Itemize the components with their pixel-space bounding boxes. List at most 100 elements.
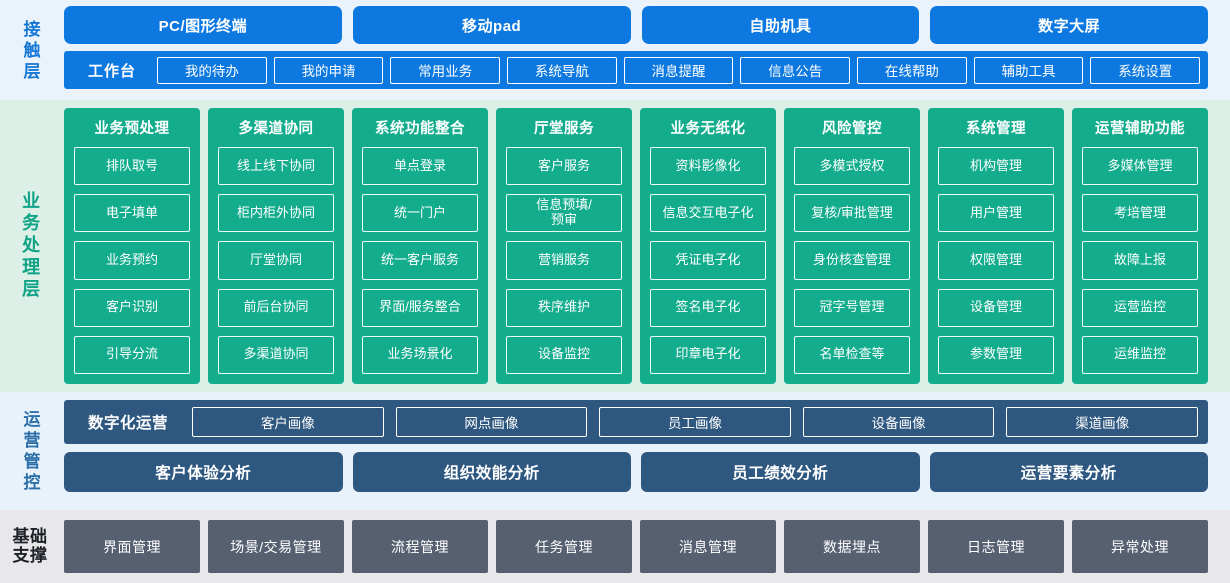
- channel-label: 移动pad: [462, 17, 522, 35]
- channel-label: PC/图形终端: [158, 17, 248, 35]
- workbench-item[interactable]: 常用业务: [390, 56, 501, 84]
- business-item[interactable]: 资料影像化: [650, 147, 766, 186]
- analysis-card[interactable]: 组织效能分析: [352, 452, 631, 492]
- business-column-title: 业务预处理: [94, 121, 170, 137]
- workbench-item-label: 辅助工具: [1001, 64, 1056, 79]
- business-column: 系统管理 机构管理 用户管理 权限管理 设备管理 参数管理: [928, 108, 1064, 384]
- workbench-item[interactable]: 系统设置: [1090, 56, 1201, 84]
- business-item[interactable]: 业务场景化: [362, 335, 478, 375]
- business-item[interactable]: 运营监控: [1082, 288, 1198, 327]
- foundation-item[interactable]: 流程管理: [352, 520, 488, 573]
- business-item[interactable]: 运维监控: [1082, 335, 1198, 375]
- portrait-label: 渠道画像: [1075, 416, 1130, 431]
- business-item[interactable]: 用户管理: [938, 194, 1054, 233]
- analysis-card[interactable]: 客户体验分析: [64, 452, 343, 492]
- business-item[interactable]: 统一客户服务: [362, 241, 478, 280]
- business-item[interactable]: 多模式授权: [794, 147, 910, 186]
- business-item[interactable]: 电子填单: [74, 194, 190, 233]
- business-item[interactable]: 身份核查管理: [794, 241, 910, 280]
- business-item[interactable]: 客户服务: [506, 147, 622, 186]
- foundation-item[interactable]: 任务管理: [496, 520, 632, 573]
- business-column: 业务无纸化 资料影像化 信息交互电子化 凭证电子化 签名电子化 印章电子化: [640, 108, 776, 384]
- workbench-item[interactable]: 系统导航: [507, 56, 617, 84]
- business-item[interactable]: 凭证电子化: [650, 241, 766, 280]
- business-item[interactable]: 统一门户: [362, 194, 478, 233]
- business-item[interactable]: 客户识别: [74, 288, 190, 327]
- business-item[interactable]: 签名电子化: [650, 288, 766, 327]
- foundation-item-label: 场景/交易管理: [230, 538, 322, 555]
- business-column-title: 系统管理: [966, 121, 1026, 137]
- foundation-item[interactable]: 异常处理: [1072, 520, 1208, 573]
- channel-button[interactable]: PC/图形终端: [64, 6, 342, 44]
- operations-layer-body: 数字化运营 客户画像 网点画像 员工画像 设备画像 渠道画像 客户体验分析 组织…: [60, 400, 1230, 504]
- foundation-item[interactable]: 场景/交易管理: [208, 520, 344, 573]
- portrait-item[interactable]: 客户画像: [192, 407, 384, 437]
- workbench-item-label: 常用业务: [418, 64, 473, 79]
- business-item[interactable]: 线上线下协同: [218, 147, 334, 186]
- business-item[interactable]: 排队取号: [74, 147, 190, 186]
- business-item[interactable]: 故障上报: [1082, 241, 1198, 280]
- workbench-item[interactable]: 在线帮助: [857, 56, 967, 84]
- analysis-label: 组织效能分析: [443, 465, 540, 482]
- business-item[interactable]: 印章电子化: [650, 335, 766, 375]
- business-item[interactable]: 机构管理: [938, 147, 1054, 186]
- contact-layer-label: 接触层: [0, 6, 60, 96]
- business-item[interactable]: 考培管理: [1082, 194, 1198, 233]
- business-item[interactable]: 秩序维护: [506, 288, 622, 327]
- portrait-item[interactable]: 渠道画像: [1006, 407, 1198, 437]
- operations-layer-label-text: 运营管控: [20, 410, 40, 494]
- foundation-item-label: 任务管理: [535, 538, 593, 555]
- foundation-item-label: 异常处理: [1111, 538, 1169, 555]
- business-item[interactable]: 界面/服务整合: [362, 288, 478, 327]
- business-item[interactable]: 权限管理: [938, 241, 1054, 280]
- business-item[interactable]: 引导分流: [74, 335, 190, 375]
- foundation-item-label: 日志管理: [967, 538, 1025, 555]
- channel-button[interactable]: 自助机具: [641, 6, 920, 44]
- business-layer-body: 业务预处理 排队取号 电子填单 业务预约 客户识别 引导分流 多渠道协同 线上线…: [60, 108, 1230, 384]
- workbench-item[interactable]: 我的待办: [157, 56, 267, 84]
- business-item[interactable]: 单点登录: [362, 147, 478, 186]
- foundation-label-line1: 基础: [12, 527, 48, 547]
- business-layer-band: 业务处理层 业务预处理 排队取号 电子填单 业务预约 客户识别 引导分流 多渠道…: [0, 100, 1230, 392]
- foundation-item[interactable]: 消息管理: [640, 520, 776, 573]
- business-item[interactable]: 信息预填/ 预审: [506, 194, 622, 233]
- portrait-item[interactable]: 设备画像: [802, 407, 995, 437]
- business-item[interactable]: 设备管理: [938, 288, 1054, 327]
- workbench-item[interactable]: 我的申请: [273, 56, 384, 84]
- channel-button[interactable]: 数字大屏: [930, 6, 1208, 44]
- workbench-item[interactable]: 辅助工具: [973, 56, 1084, 84]
- business-item[interactable]: 前后台协同: [218, 288, 334, 327]
- business-item[interactable]: 冠字号管理: [794, 288, 910, 327]
- foundation-item-label: 消息管理: [679, 538, 737, 555]
- business-column: 多渠道协同 线上线下协同 柜内柜外协同 厅堂协同 前后台协同 多渠道协同: [208, 108, 344, 384]
- analysis-label: 运营要素分析: [1020, 465, 1117, 482]
- business-item[interactable]: 营销服务: [506, 241, 622, 280]
- business-item[interactable]: 名单检查等: [794, 335, 910, 375]
- business-item[interactable]: 信息交互电子化: [650, 194, 766, 233]
- workbench-item[interactable]: 信息公告: [740, 56, 851, 84]
- business-item[interactable]: 柜内柜外协同: [218, 194, 334, 233]
- foundation-layer-band: 基础 支撑 界面管理 场景/交易管理 流程管理 任务管理 消息管理 数据埋点 日…: [0, 510, 1230, 583]
- business-item[interactable]: 厅堂协同: [218, 241, 334, 280]
- portrait-item[interactable]: 员工画像: [599, 407, 791, 437]
- analysis-card[interactable]: 员工绩效分析: [641, 452, 920, 492]
- business-item[interactable]: 业务预约: [74, 241, 190, 280]
- channel-row: PC/图形终端 移动pad 自助机具 数字大屏: [60, 6, 1230, 44]
- foundation-item[interactable]: 数据埋点: [784, 520, 920, 573]
- channel-button[interactable]: 移动pad: [352, 6, 631, 44]
- business-column-title: 运营辅助功能: [1095, 121, 1185, 137]
- portrait-item[interactable]: 网点画像: [395, 407, 588, 437]
- business-column-items: 排队取号 电子填单 业务预约 客户识别 引导分流: [74, 147, 190, 375]
- foundation-item[interactable]: 日志管理: [928, 520, 1064, 573]
- workbench-item-label: 我的申请: [301, 64, 356, 79]
- business-item[interactable]: 多渠道协同: [218, 335, 334, 375]
- workbench-item[interactable]: 消息提醒: [623, 56, 734, 84]
- foundation-item[interactable]: 界面管理: [64, 520, 200, 573]
- business-item[interactable]: 复核/审批管理: [794, 194, 910, 233]
- business-item[interactable]: 设备监控: [506, 335, 622, 375]
- analysis-row: 客户体验分析 组织效能分析 员工绩效分析 运营要素分析: [64, 452, 1208, 492]
- analysis-card[interactable]: 运营要素分析: [929, 452, 1208, 492]
- business-item[interactable]: 多媒体管理: [1082, 147, 1198, 186]
- business-item[interactable]: 参数管理: [938, 335, 1054, 375]
